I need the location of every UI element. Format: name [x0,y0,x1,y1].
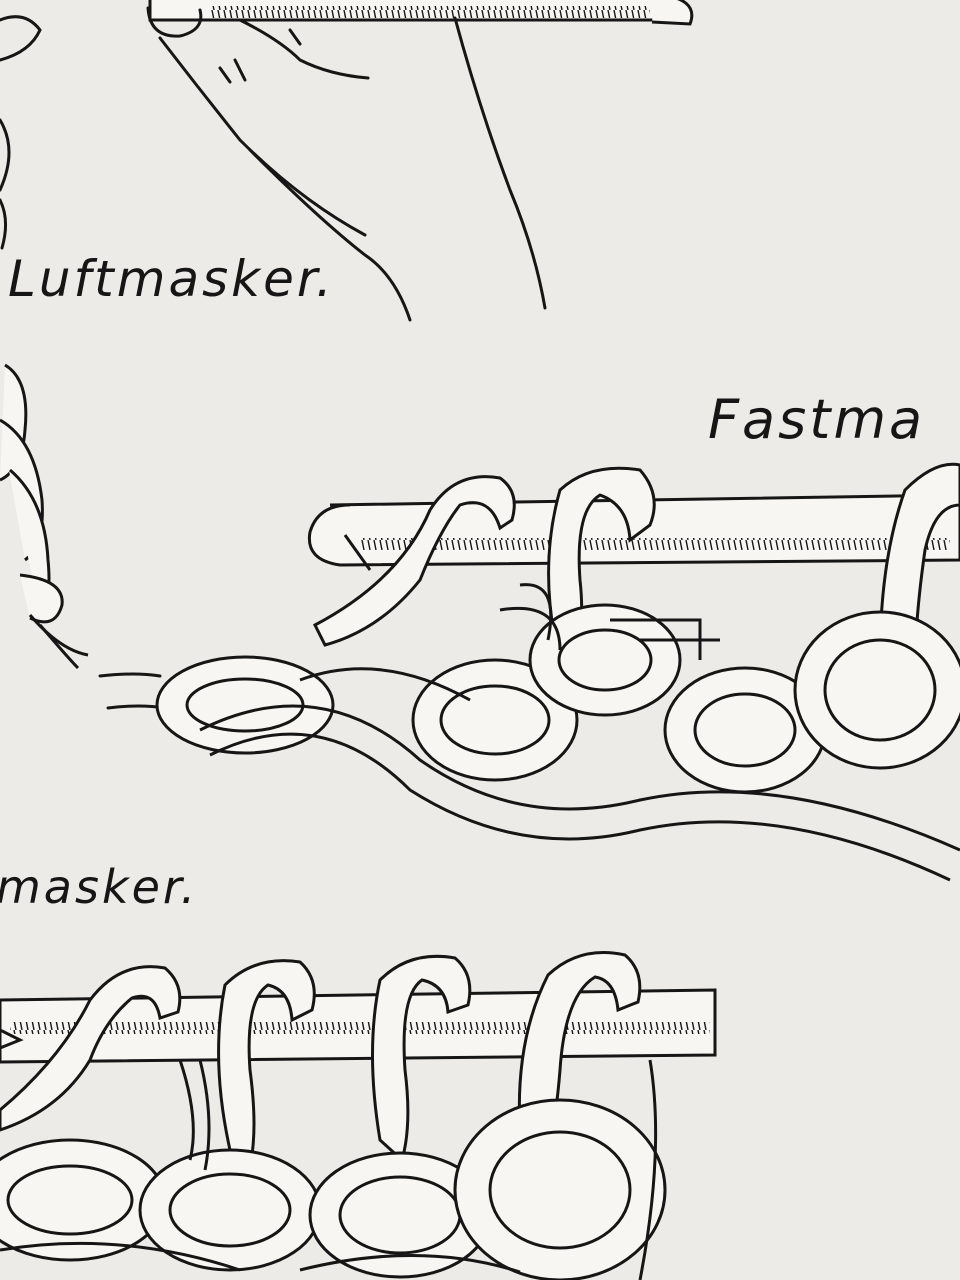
hand-illustration [0,0,694,322]
fastmasker-illustration [98,462,960,882]
fastmasker-label: Fastma [708,388,926,451]
crochet-hook-icon [148,0,694,26]
hand-icon [0,6,547,322]
luftmasker-label: Luftmasker. [8,250,335,308]
chain-stitch-icon [0,1059,667,1280]
masker-illustration [0,951,717,1280]
chain-stitch-icon [0,363,89,670]
masker-label: masker. [0,860,199,914]
chain-stitch-icon [155,583,960,882]
